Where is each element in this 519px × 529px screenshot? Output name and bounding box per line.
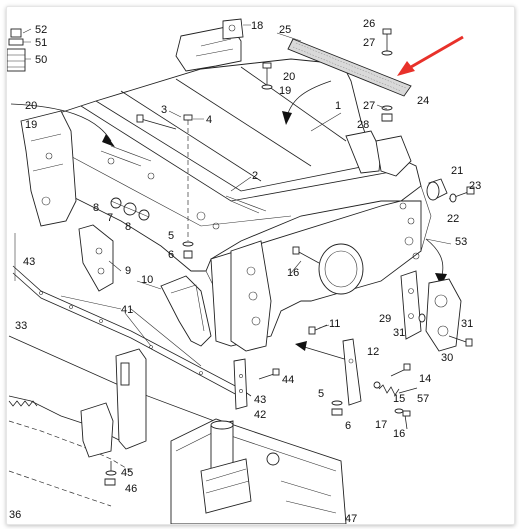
label-30: 30 [441, 352, 453, 364]
label-47: 47 [345, 513, 357, 524]
exploded-parts-diagram: 52 51 50 20 19 18 25 26 27 20 19 24 1 27… [7, 18, 481, 524]
hardware-5-6 [331, 400, 343, 416]
wear-strip-24 [287, 38, 412, 97]
label-19-left: 19 [25, 119, 37, 131]
label-43-bottom: 43 [254, 394, 266, 406]
label-27-top: 27 [363, 37, 375, 49]
label-46: 46 [125, 483, 137, 495]
label-31-left: 31 [393, 327, 405, 339]
label-3: 3 [161, 104, 167, 116]
label-28: 28 [357, 119, 369, 131]
stud-assembly-50-52 [7, 28, 32, 72]
label-12: 12 [367, 346, 379, 358]
side-plate-9 [78, 224, 114, 292]
label-1: 1 [335, 100, 341, 112]
label-6-upper: 6 [168, 249, 174, 261]
label-6-lower: 6 [345, 420, 351, 432]
label-4: 4 [206, 114, 212, 126]
upright-bracket [80, 348, 147, 458]
bushings-7-8 [110, 197, 150, 221]
label-9: 9 [125, 265, 131, 277]
bolt-20-19 [261, 62, 273, 90]
lower-machine-section [170, 418, 347, 524]
label-43-left: 43 [23, 256, 35, 268]
label-50: 50 [35, 54, 47, 66]
arm-12 [308, 324, 362, 406]
label-52: 52 [35, 24, 47, 36]
label-25: 25 [279, 24, 291, 36]
label-42: 42 [254, 409, 266, 421]
reference-arrows [10, 80, 447, 362]
label-57: 57 [417, 393, 429, 405]
bolt-stack-26-28 [381, 28, 393, 122]
label-20-top: 20 [283, 71, 295, 83]
label-51: 51 [35, 37, 47, 49]
label-18: 18 [251, 20, 263, 32]
part-callout-labels: 52 51 50 20 19 18 25 26 27 20 19 24 1 27… [9, 18, 481, 524]
label-29: 29 [379, 313, 391, 325]
spring-15-assembly [373, 363, 418, 430]
bracket-18 [222, 18, 251, 40]
label-27-bottom: 27 [363, 100, 375, 112]
label-31-right: 31 [461, 318, 473, 330]
bolt-4-assembly [182, 114, 194, 259]
label-53: 53 [455, 236, 467, 248]
bolt-3 [136, 114, 177, 130]
label-41: 41 [121, 304, 133, 316]
label-22: 22 [447, 213, 459, 225]
label-44: 44 [282, 374, 294, 386]
label-26: 26 [363, 18, 375, 30]
label-8-left: 8 [93, 202, 99, 214]
label-24: 24 [417, 95, 429, 107]
label-10: 10 [141, 274, 153, 286]
label-16-mid: 16 [287, 267, 299, 279]
label-21: 21 [451, 165, 463, 177]
label-45: 45 [121, 467, 133, 479]
label-33: 33 [15, 320, 27, 332]
label-20-left: 20 [25, 100, 37, 112]
label-19-top: 19 [279, 85, 291, 97]
label-2: 2 [252, 170, 258, 182]
label-5-upper: 5 [168, 230, 174, 242]
label-11: 11 [329, 318, 340, 330]
highlight-arrow [397, 35, 464, 76]
label-16-bottom: 16 [393, 428, 405, 440]
label-7: 7 [107, 212, 113, 224]
label-8-right: 8 [125, 221, 131, 233]
main-frame [20, 25, 432, 352]
bearing-21 [426, 178, 475, 203]
diagram-card: 52 51 50 20 19 18 25 26 27 20 19 24 1 27… [6, 6, 515, 525]
label-23: 23 [469, 180, 481, 192]
label-15: 15 [393, 393, 405, 405]
label-14: 14 [419, 373, 431, 385]
label-36: 36 [9, 509, 21, 521]
bolt-16-mid [292, 246, 320, 264]
bolt-45-46 [104, 461, 117, 486]
lever-29-31 [400, 270, 473, 352]
label-17: 17 [375, 419, 387, 431]
label-5-lower: 5 [318, 388, 324, 400]
strip-42 [233, 358, 280, 410]
plate-10 [160, 275, 212, 347]
leader-lines [60, 32, 452, 367]
